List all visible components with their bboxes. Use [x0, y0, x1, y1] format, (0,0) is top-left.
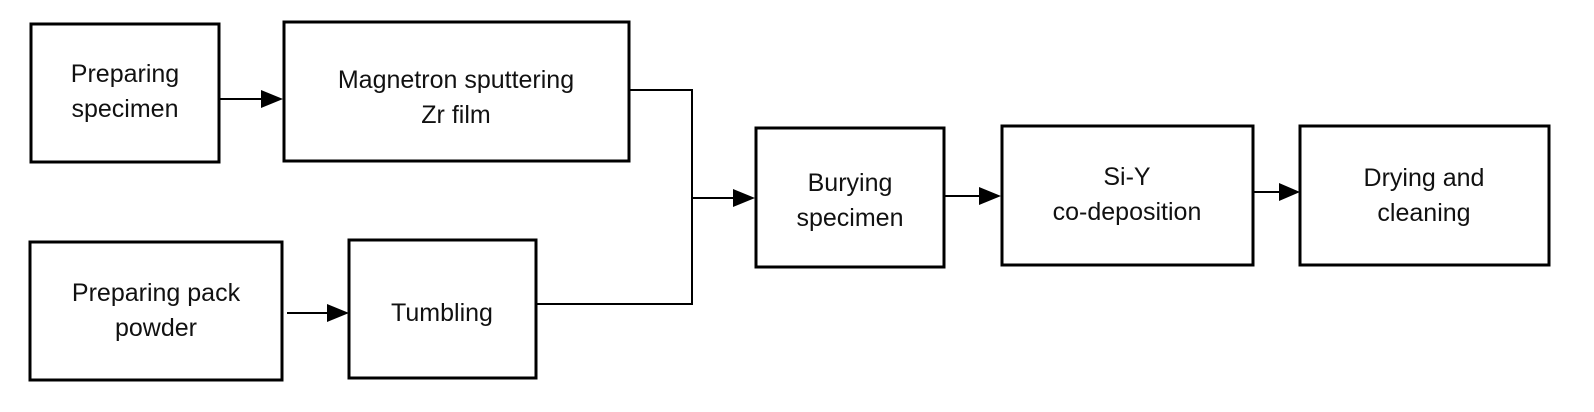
step-preparing-pack-powder-label-line2: powder [115, 314, 197, 342]
step-preparing-specimen-label-line2: specimen [72, 95, 179, 123]
step-tumbling: Tumbling [347, 238, 538, 380]
step-burying-specimen-label-line1: Burying [808, 169, 893, 197]
step-drying-cleaning-label-line1: Drying and [1364, 164, 1485, 192]
step-magnetron-sputtering-label-line1: Magnetron sputtering [338, 66, 574, 94]
step-drying-cleaning-label-line2: cleaning [1377, 199, 1470, 227]
step-si-y-codeposition: Si-Y co-deposition [1000, 124, 1255, 267]
step-tumbling-label: Tumbling [391, 299, 493, 327]
step-si-y-codeposition-label-line1: Si-Y [1103, 163, 1151, 191]
step-preparing-specimen-label-line1: Preparing [71, 60, 179, 88]
flow-line-magnetron-to-merge [629, 89, 693, 198]
flow-arrow-pack-powder-to-tumbling [287, 304, 349, 322]
step-preparing-pack-powder: Preparing pack powder [28, 240, 284, 382]
step-si-y-codeposition-label-line2: co-deposition [1053, 198, 1202, 226]
flow-arrow-preparing-to-magnetron [219, 90, 283, 108]
step-burying-specimen-label-line2: specimen [797, 204, 904, 232]
flow-line-tumbling-to-merge [536, 198, 693, 305]
flow-arrow-burying-to-codeposition [944, 187, 1001, 205]
step-magnetron-sputtering-label-line2: Zr film [421, 101, 490, 129]
step-drying-cleaning: Drying and cleaning [1298, 124, 1551, 267]
flow-arrow-merge-to-burying [692, 189, 755, 207]
step-preparing-pack-powder-label-line1: Preparing pack [72, 279, 241, 307]
flow-arrow-codeposition-to-drying [1253, 183, 1300, 201]
step-preparing-specimen: Preparing specimen [29, 22, 221, 164]
step-burying-specimen: Burying specimen [754, 126, 946, 269]
step-magnetron-sputtering: Magnetron sputtering Zr film [282, 20, 631, 163]
